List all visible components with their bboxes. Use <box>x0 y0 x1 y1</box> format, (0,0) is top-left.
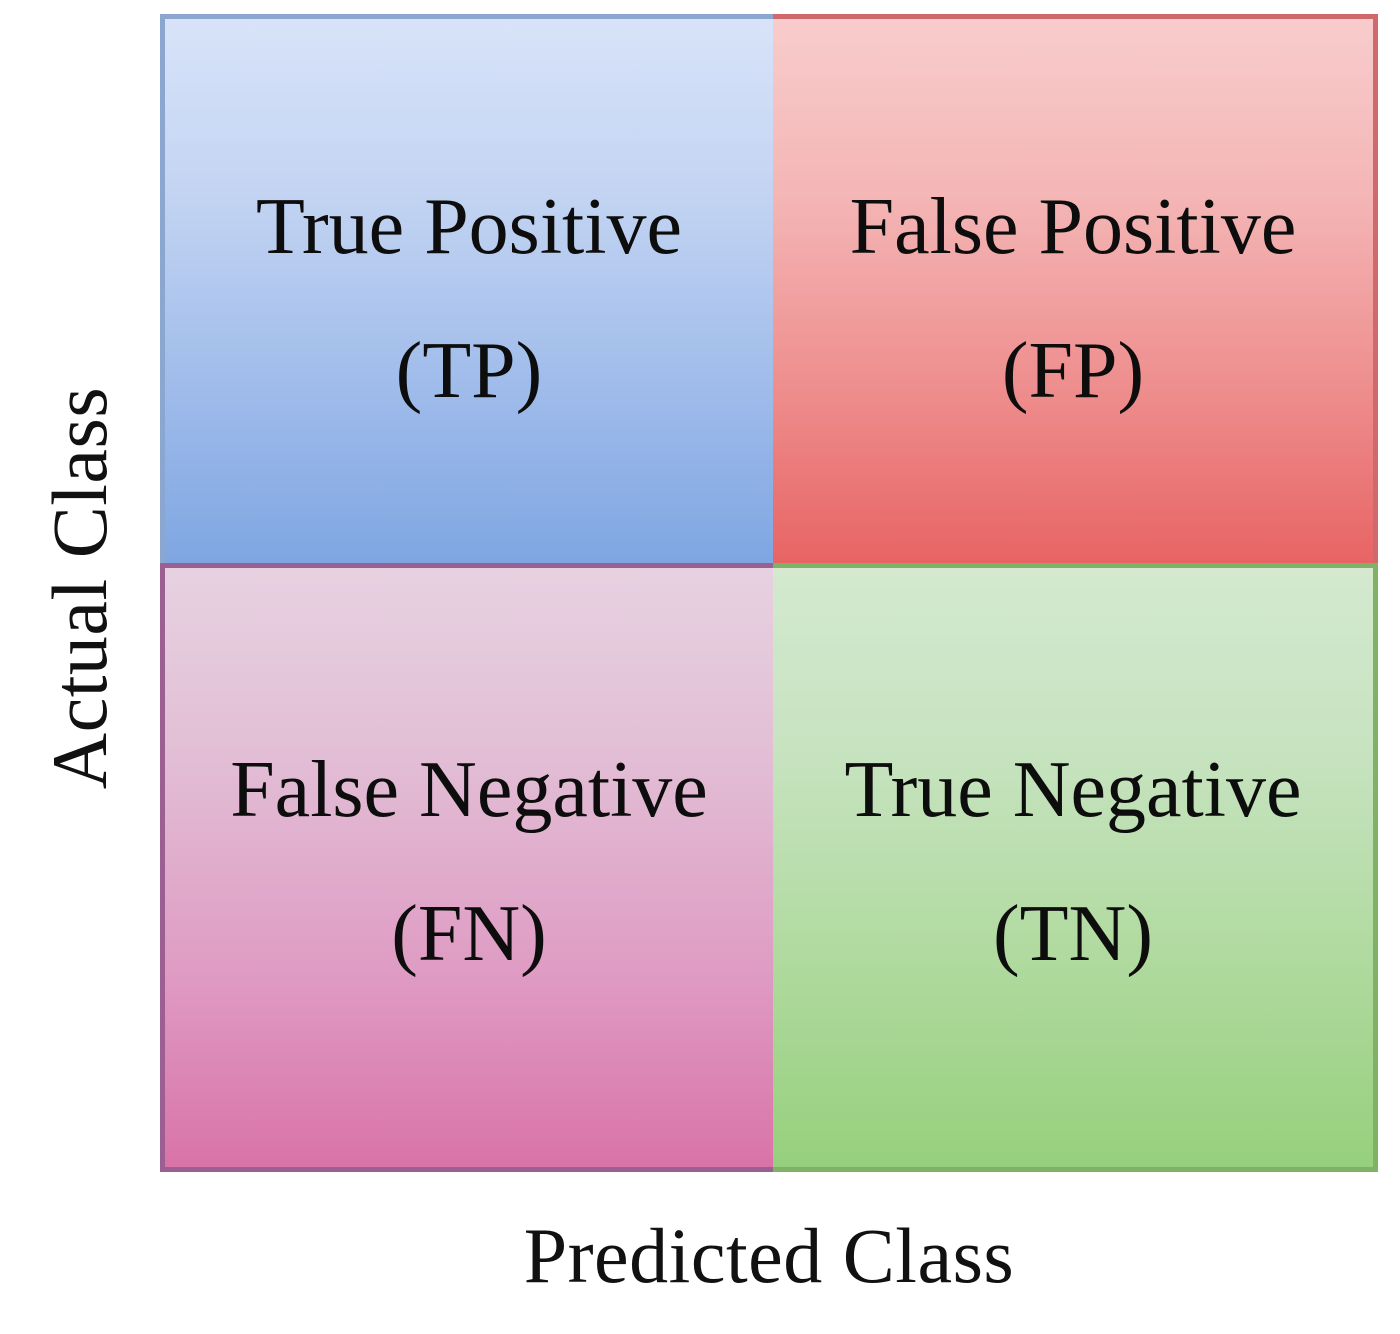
cell-true-positive-stack: True Positive (TP) <box>165 19 773 411</box>
confusion-matrix-grid: True Positive (TP) False Positive (FP) F… <box>160 14 1378 1172</box>
y-axis-label: Actual Class <box>0 0 160 1175</box>
y-axis-label-text: Actual Class <box>36 386 123 789</box>
cell-true-negative[interactable]: True Negative (TN) <box>773 563 1378 1172</box>
cell-true-negative-abbr: (TN) <box>993 890 1153 978</box>
cell-false-negative-name: False Negative <box>230 746 708 834</box>
cell-false-positive-stack: False Positive (FP) <box>773 19 1373 411</box>
cell-false-positive[interactable]: False Positive (FP) <box>773 14 1378 563</box>
cell-false-negative[interactable]: False Negative (FN) <box>160 563 773 1172</box>
x-axis-label: Predicted Class <box>160 1186 1378 1326</box>
cell-true-negative-stack: True Negative (TN) <box>773 568 1373 974</box>
cell-false-negative-abbr: (FN) <box>391 890 547 978</box>
cell-true-positive[interactable]: True Positive (TP) <box>160 14 773 563</box>
cell-false-negative-stack: False Negative (FN) <box>165 568 773 974</box>
cell-true-positive-name: True Positive <box>255 183 682 271</box>
x-axis-label-text: Predicted Class <box>523 1212 1015 1299</box>
cell-false-positive-name: False Positive <box>849 183 1297 271</box>
cell-true-negative-name: True Negative <box>844 746 1302 834</box>
cell-true-positive-abbr: (TP) <box>395 327 543 415</box>
cell-false-positive-abbr: (FP) <box>1001 327 1145 415</box>
